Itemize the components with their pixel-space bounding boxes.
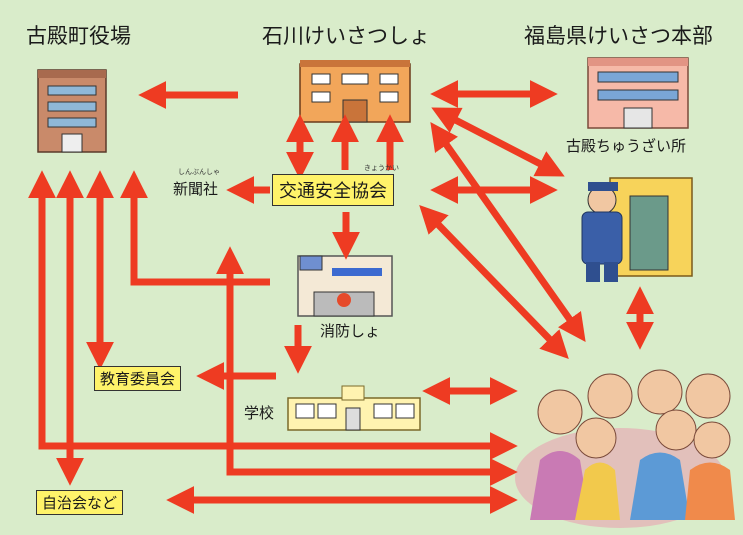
fire-station-label: 消防しょ — [320, 322, 381, 340]
residents-group-icon — [515, 369, 735, 528]
newspaper-ruby: しんぶんしゃ — [178, 168, 220, 176]
connection-arrows — [28, 80, 654, 514]
safety-assoc-label: 交通安全協会 — [272, 174, 394, 206]
prefectural-hq-label: 福島県けいさつ本部 — [524, 24, 713, 48]
neighborhood-label: 自治会など — [36, 490, 124, 515]
fire-station-building-icon — [297, 255, 393, 317]
safety-assoc-ruby: きょうかい — [364, 164, 399, 172]
arrow-fire-residents — [216, 246, 518, 486]
school-label: 学校 — [244, 404, 275, 422]
arrow-police-residents-a — [430, 121, 586, 343]
town-office-building-icon — [37, 69, 107, 153]
newspaper-label: 新聞社 — [173, 180, 219, 198]
police-box-label: 古殿ちゅうざい所 — [566, 137, 687, 155]
police-station-label: 石川けいさつしょ — [262, 24, 430, 48]
police-station-building-icon — [299, 60, 411, 123]
prefectural-hq-building-icon — [587, 57, 689, 129]
police-box-officer-icon — [581, 177, 693, 282]
education-board-label: 教育委員会 — [94, 366, 182, 391]
town-office-label: 古殿町役場 — [26, 24, 131, 48]
school-building-icon — [287, 385, 421, 431]
